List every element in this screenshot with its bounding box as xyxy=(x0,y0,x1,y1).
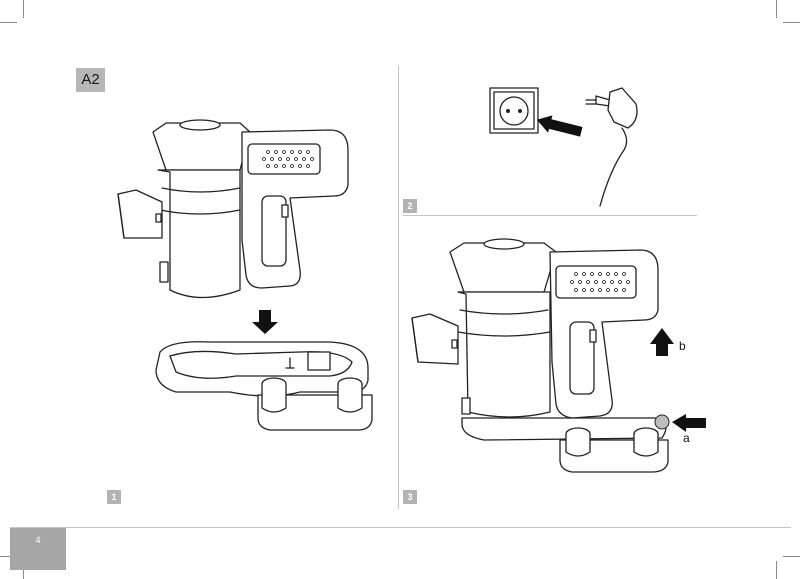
down-arrow-icon xyxy=(252,310,278,334)
release-button-highlight xyxy=(654,414,670,430)
callout-a: a xyxy=(683,431,690,445)
step-number-2: 2 xyxy=(403,199,417,213)
push-arrow-icon xyxy=(672,414,706,432)
section-tag: A2 xyxy=(76,68,105,92)
crop-mark xyxy=(23,0,24,18)
footer-rule xyxy=(10,527,791,528)
charging-base xyxy=(155,341,373,431)
panel-divider-vertical xyxy=(398,66,399,509)
page-number-box: 4 xyxy=(10,528,66,570)
crop-mark xyxy=(23,561,24,579)
vacuum-docking-illustration xyxy=(117,119,373,431)
crop-mark xyxy=(783,556,800,557)
page-number: 4 xyxy=(35,535,41,545)
step-number-1: 1 xyxy=(107,490,121,504)
up-arrow-icon xyxy=(650,328,674,356)
crop-mark xyxy=(0,22,17,23)
wall-socket xyxy=(489,87,539,134)
charger-plug xyxy=(585,87,638,207)
step-number-3: 3 xyxy=(403,490,417,504)
vacuum-body xyxy=(117,119,349,299)
wall-socket-and-charger-illustration xyxy=(489,87,638,207)
charging-base xyxy=(461,417,669,473)
left-arrow-icon xyxy=(536,115,583,137)
crop-mark xyxy=(0,556,17,557)
crop-mark xyxy=(776,561,777,579)
crop-mark xyxy=(776,0,777,18)
vacuum-on-charging-base-illustration xyxy=(411,238,706,473)
crop-mark xyxy=(783,22,800,23)
panel-divider-horizontal xyxy=(403,215,697,216)
vacuum-body xyxy=(411,238,659,419)
callout-b: b xyxy=(679,339,686,353)
